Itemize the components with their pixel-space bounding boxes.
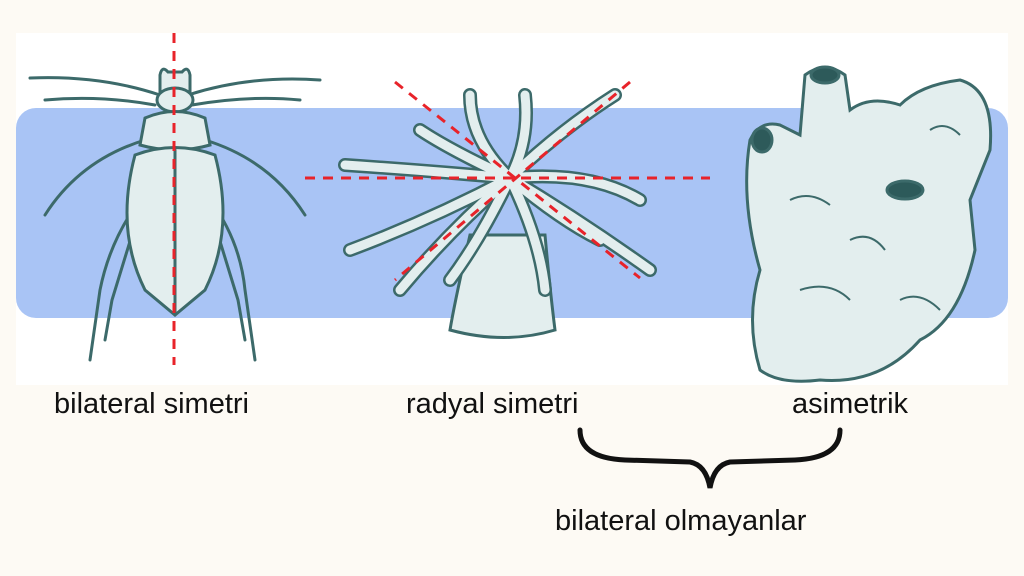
label-bilateral-symmetry: bilateral simetri [54,388,249,420]
radial-symmetry-lines [305,80,710,282]
label-asymmetric: asimetrik [792,388,909,420]
sponge-illustration [745,65,993,383]
curly-brace [577,427,843,489]
label-non-bilateral-group: bilateral olmayanlar [555,505,807,537]
label-radial-symmetry: radyal simetri [406,388,579,420]
sea-anemone-illustration [338,88,657,339]
